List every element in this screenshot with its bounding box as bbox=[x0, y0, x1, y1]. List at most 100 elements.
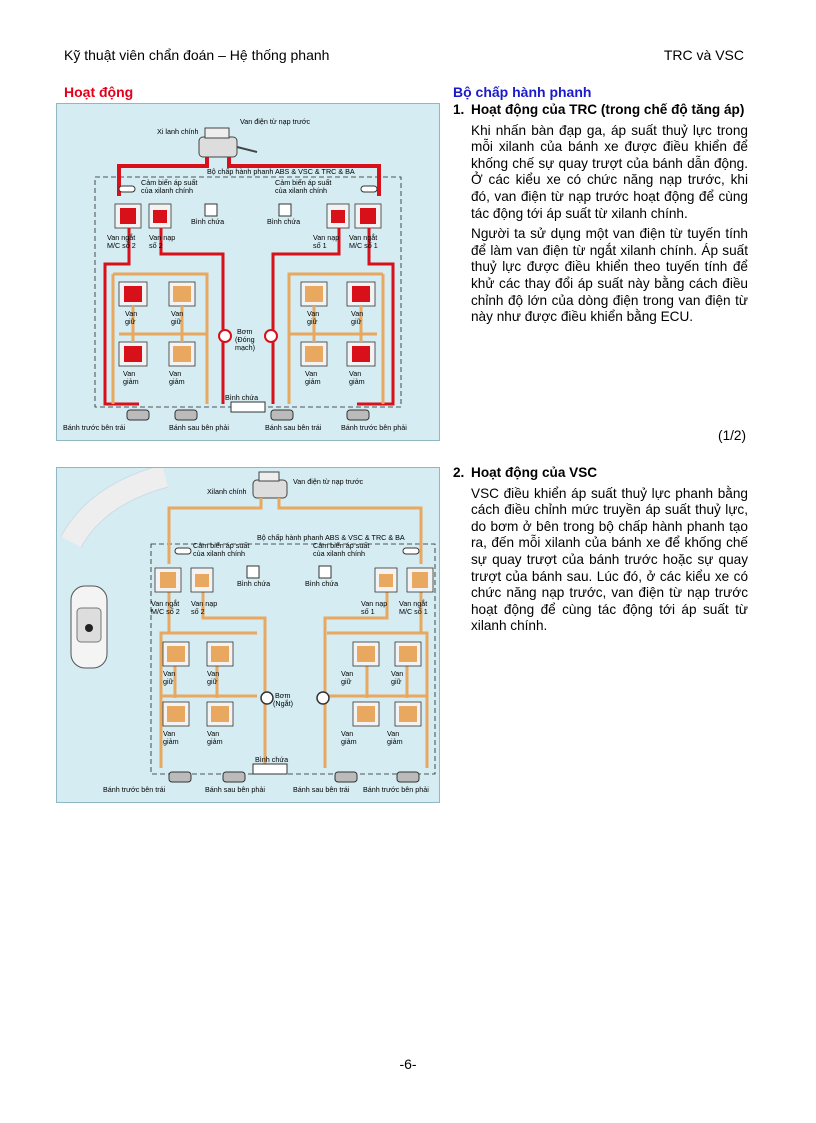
label2-hold-2a: Van bbox=[207, 669, 219, 678]
label-reservoir-left: Bình chứa bbox=[191, 217, 224, 226]
label2-reservoir-left: Bình chứa bbox=[237, 579, 270, 588]
label-inlet-valve-left-1: Van nạp bbox=[149, 233, 175, 242]
label2-reduce-4a: Van bbox=[387, 729, 399, 738]
label-sensor-l2: của xilanh chính bbox=[141, 186, 193, 195]
label-sensor-r1: Cảm biến áp suất bbox=[275, 178, 331, 187]
item-vsc-paragraph-1: VSC điều khiển áp suất thuỷ lực phanh bằ… bbox=[471, 485, 748, 634]
header-doc-title: Kỹ thuật viên chẩn đoán – Hệ thống phanh bbox=[64, 47, 330, 63]
master-cylinder-icon bbox=[198, 127, 258, 158]
label2-wheel-fr: Bánh trước bên phải bbox=[363, 785, 429, 794]
page-ref: (1/2) bbox=[718, 428, 746, 443]
label-inlet-valve-right-2: số 1 bbox=[313, 241, 327, 250]
label2-wheel-rr: Bánh sau bên phải bbox=[205, 785, 265, 794]
label2-inlet-right-2: số 1 bbox=[361, 607, 375, 616]
label-pump-3: mạch) bbox=[235, 343, 255, 352]
label2-cut-right-1: Van ngắt bbox=[399, 599, 427, 608]
label-reduce-2b: giảm bbox=[169, 377, 185, 386]
label-reservoir-right: Bình chứa bbox=[267, 217, 300, 226]
label-hold-2b: giữ bbox=[171, 317, 182, 326]
label2-hold-4b: giữ bbox=[391, 677, 402, 686]
label2-pump-1: Bơm bbox=[275, 691, 291, 700]
label-master-cylinder: Xi lanh chính bbox=[157, 127, 199, 136]
label2-reduce-4b: giảm bbox=[387, 737, 403, 746]
label-reduce-1b: giảm bbox=[123, 377, 139, 386]
label-reservoir-bottom: Bình chứa bbox=[225, 393, 258, 402]
label-wheel-rl: Bánh sau bên trái bbox=[265, 423, 322, 432]
item-trc-title: Hoạt động của TRC (trong chế độ tăng áp) bbox=[471, 102, 745, 117]
label2-cut-left-1: Van ngắt bbox=[151, 599, 179, 608]
label-wheel-fr: Bánh trước bên phải bbox=[341, 423, 407, 432]
label-hold-3b: giữ bbox=[307, 317, 318, 326]
label2-master-cylinder: Xilanh chính bbox=[207, 487, 247, 496]
item-trc: 1. Hoạt động của TRC (trong chế độ tăng … bbox=[453, 102, 748, 326]
label2-reduce-1b: giảm bbox=[163, 737, 179, 746]
item-trc-heading: 1. Hoạt động của TRC (trong chế độ tăng … bbox=[453, 102, 748, 119]
label-inlet-valve-right-1: Van nạp bbox=[313, 233, 339, 242]
label2-reservoir-right: Bình chứa bbox=[305, 579, 338, 588]
item-vsc-title: Hoạt động của VSC bbox=[471, 465, 598, 480]
label-pump-1: Bơm bbox=[237, 327, 253, 336]
vsc-hydraulic-diagram: Van điện từ nạp trước Xilanh chính Bộ ch… bbox=[56, 467, 440, 803]
section-title-operation: Hoạt động bbox=[64, 84, 134, 100]
label2-wheel-rl: Bánh sau bên trái bbox=[293, 785, 350, 794]
label2-reduce-3a: Van bbox=[341, 729, 353, 738]
label-reduce-3b: giảm bbox=[305, 377, 321, 386]
label2-hold-3a: Van bbox=[341, 669, 353, 678]
label2-reduce-1a: Van bbox=[163, 729, 175, 738]
label2-actuator: Bộ chấp hành phanh ABS & VSC & TRC & BA bbox=[257, 533, 405, 542]
item-trc-paragraph-1: Khi nhấn bàn đạp ga, áp suất thuỷ lực tr… bbox=[471, 122, 748, 221]
label2-sensor-l1: Cảm biến áp suất bbox=[193, 541, 249, 550]
master-cylinder-icon-2 bbox=[252, 471, 288, 499]
label-inlet-valve-left-2: số 2 bbox=[149, 241, 163, 250]
label-actuator: Bộ chấp hành phanh ABS & VSC & TRC & BA bbox=[207, 167, 355, 176]
label2-sensor-r1: Cảm biến áp suất bbox=[313, 541, 369, 550]
label-cut-valve-right-1: Van ngắt bbox=[349, 233, 377, 242]
label-precharge-valve: Van điện từ nạp trước bbox=[240, 117, 311, 126]
label-reduce-1a: Van bbox=[123, 369, 135, 378]
label2-sensor-l2: của xilanh chính bbox=[193, 549, 245, 558]
trc-hydraulic-diagram: Van điện từ nạp trước Xi lanh chính Bộ c… bbox=[56, 103, 440, 441]
label-cut-valve-right-2: M/C số 1 bbox=[349, 241, 378, 250]
label2-hold-1a: Van bbox=[163, 669, 175, 678]
label-cut-valve-left-1: Van ngắt bbox=[107, 233, 135, 242]
label-sensor-r2: của xilanh chính bbox=[275, 186, 327, 195]
label2-reduce-2a: Van bbox=[207, 729, 219, 738]
label-reduce-3a: Van bbox=[305, 369, 317, 378]
header-chapter: TRC và VSC bbox=[663, 47, 744, 63]
item-trc-number: 1. bbox=[453, 102, 465, 117]
label-reduce-4b: giảm bbox=[349, 377, 365, 386]
item-vsc-number: 2. bbox=[453, 465, 465, 480]
label2-cut-left-2: M/C số 2 bbox=[151, 607, 180, 616]
label2-inlet-right-1: Van nạp bbox=[361, 599, 387, 608]
label-hold-1a: Van bbox=[125, 309, 137, 318]
page-number: -6- bbox=[399, 1056, 417, 1072]
label2-hold-4a: Van bbox=[391, 669, 403, 678]
label2-precharge-valve: Van điện từ nạp trước bbox=[293, 477, 364, 486]
label2-inlet-left-1: Van nạp bbox=[191, 599, 217, 608]
label2-hold-1b: giữ bbox=[163, 677, 174, 686]
label-hold-4a: Van bbox=[351, 309, 363, 318]
label2-hold-2b: giữ bbox=[207, 677, 218, 686]
label-reduce-4a: Van bbox=[349, 369, 361, 378]
label-hold-1b: giữ bbox=[125, 317, 136, 326]
label2-reduce-3b: giảm bbox=[341, 737, 357, 746]
label-hold-2a: Van bbox=[171, 309, 183, 318]
label2-pump-2: (Ngắt) bbox=[273, 699, 293, 708]
label2-hold-3b: giữ bbox=[341, 677, 352, 686]
item-vsc: 2. Hoạt động của VSC VSC điều khiển áp s… bbox=[453, 465, 748, 635]
label-cut-valve-left-2: M/C số 2 bbox=[107, 241, 136, 250]
label2-reduce-2b: giảm bbox=[207, 737, 223, 746]
label-hold-3a: Van bbox=[307, 309, 319, 318]
item-trc-paragraph-2: Người ta sử dụng một van điện từ tuyến t… bbox=[471, 226, 748, 325]
label-hold-4b: giữ bbox=[351, 317, 362, 326]
label2-wheel-fl: Bánh trước bên trái bbox=[103, 785, 166, 794]
label2-cut-right-2: M/C số 1 bbox=[399, 607, 428, 616]
label-reduce-2a: Van bbox=[169, 369, 181, 378]
label2-reservoir-bottom: Bình chứa bbox=[255, 755, 288, 764]
label-wheel-fl: Bánh trước bên trái bbox=[63, 423, 126, 432]
label2-inlet-left-2: số 2 bbox=[191, 607, 205, 616]
label-pump-2: (Đóng bbox=[235, 335, 255, 344]
car-icon bbox=[70, 585, 108, 669]
label2-sensor-r2: của xilanh chính bbox=[313, 549, 365, 558]
item-vsc-heading: 2. Hoạt động của VSC bbox=[453, 465, 748, 482]
